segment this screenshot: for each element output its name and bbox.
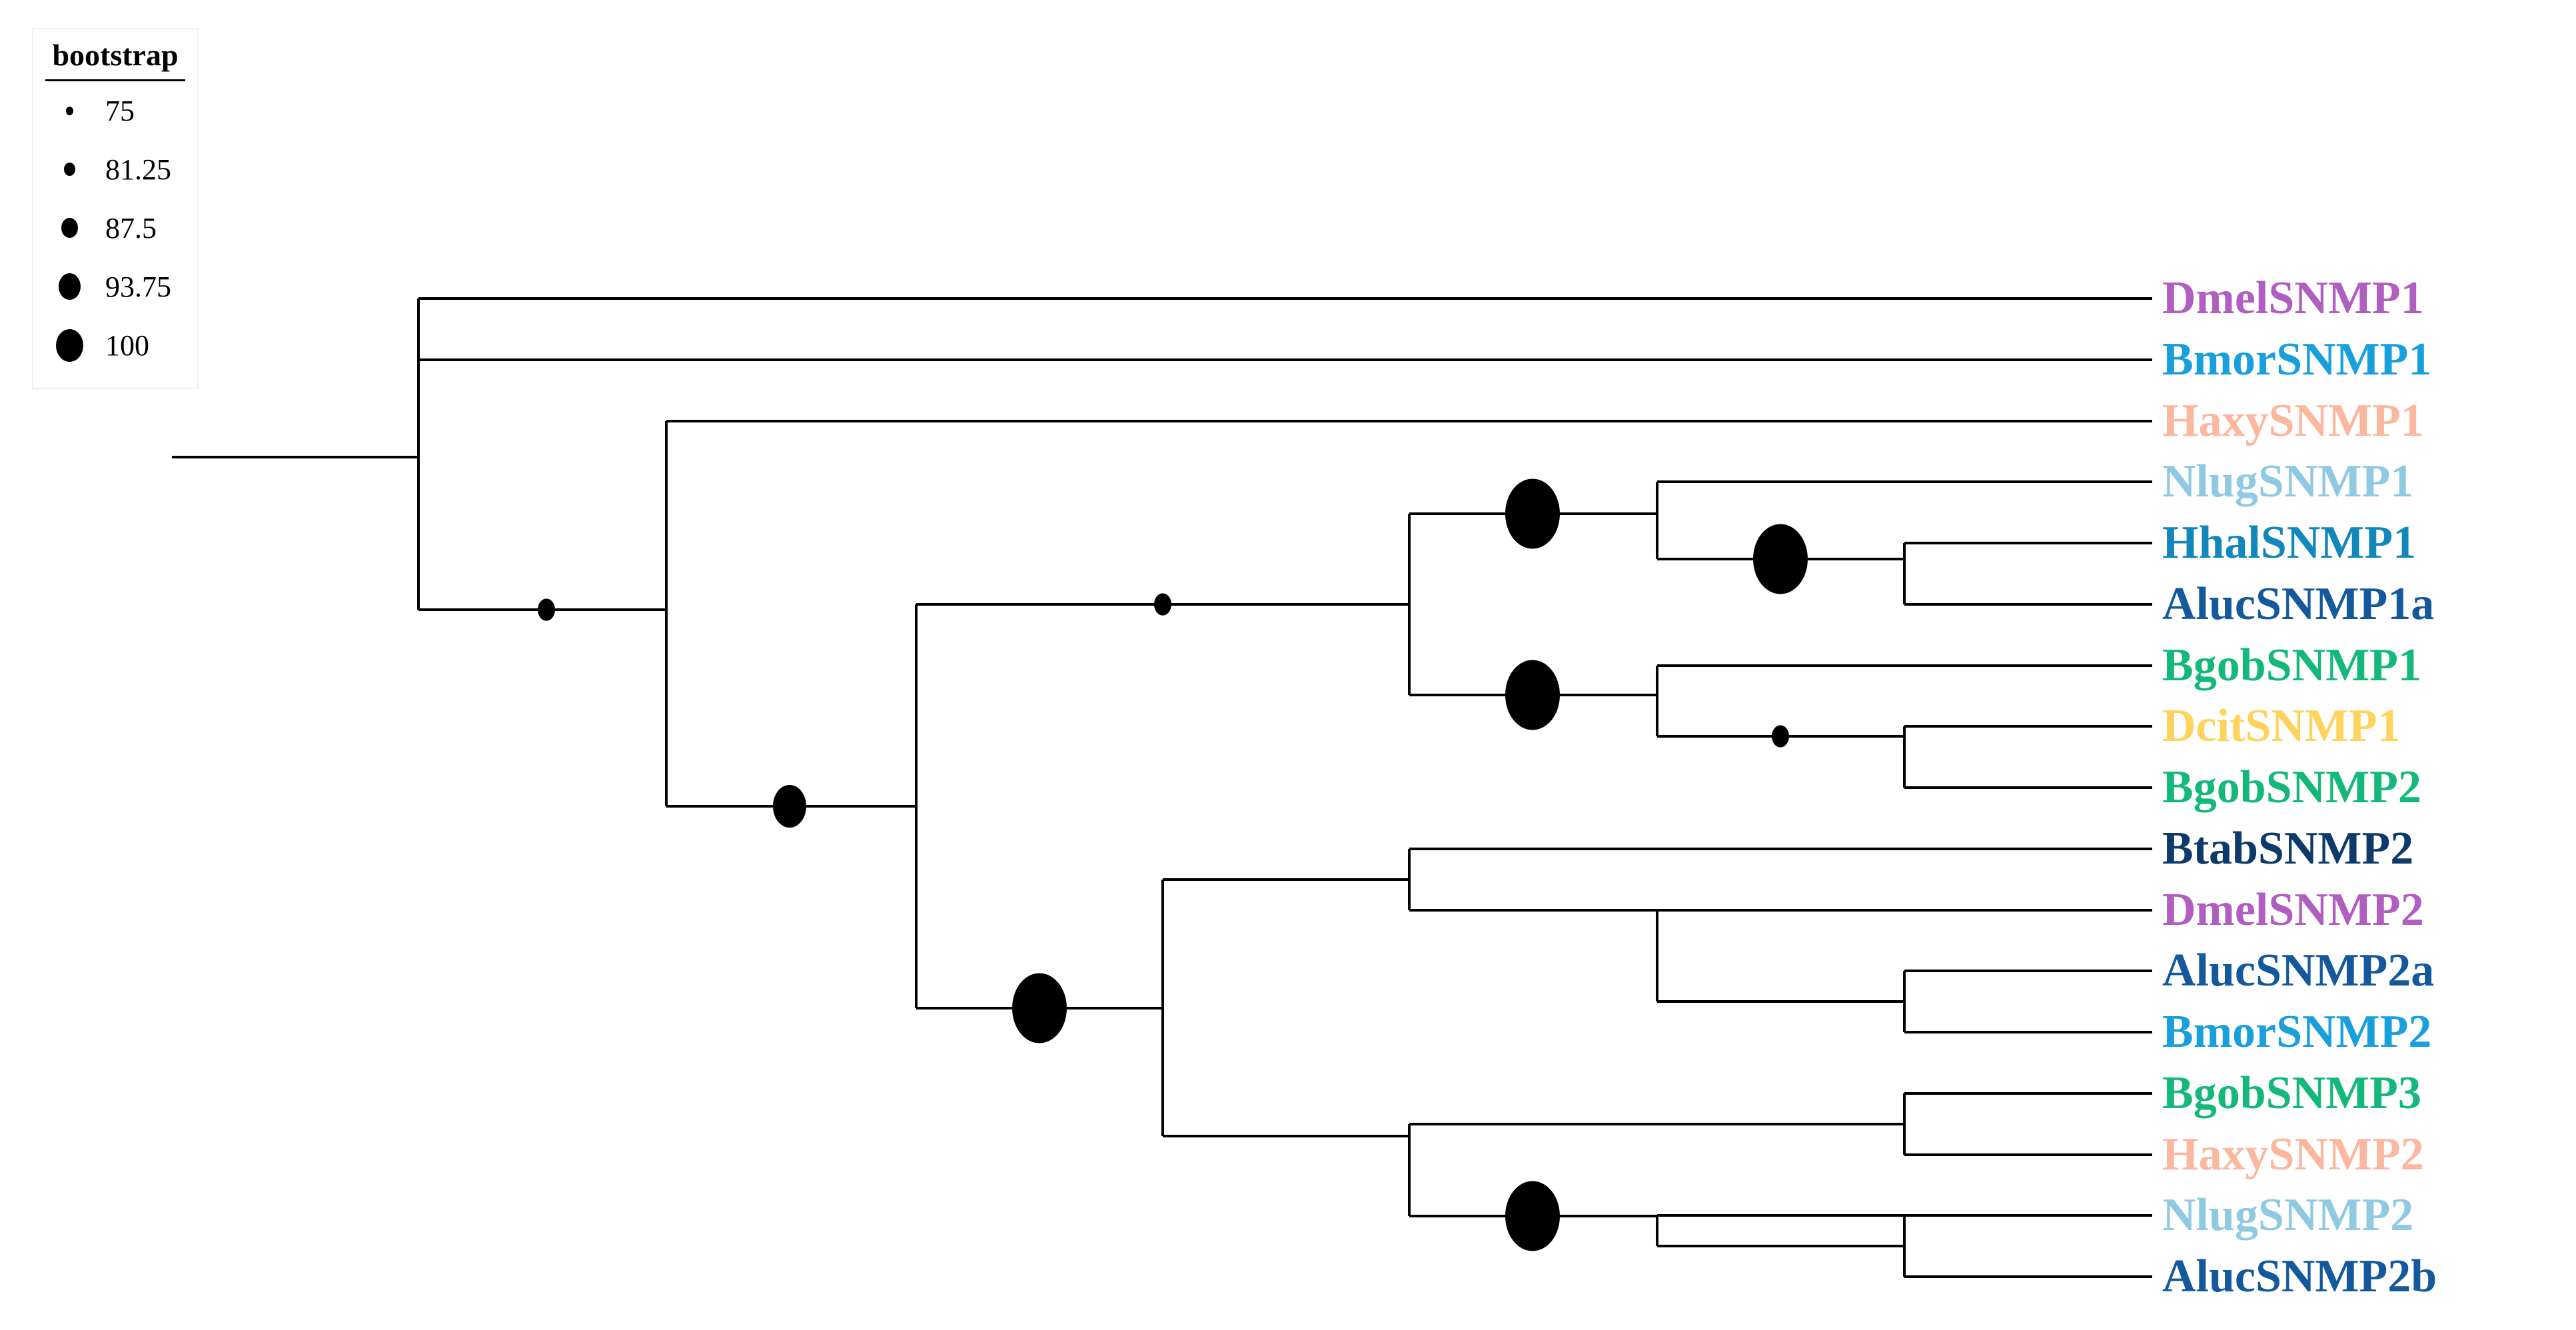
legend-dot-swatch: [33, 106, 105, 115]
legend-dot-swatch: [33, 218, 105, 238]
legend-row-93.75: 93.75: [33, 257, 197, 316]
tip-label-bgobsnmp2[interactable]: BgobSNMP2: [2162, 762, 2421, 813]
bootstrap-dot-icon: [55, 329, 83, 362]
tip-label-haxysnmp2[interactable]: HaxySNMP2: [2162, 1129, 2424, 1180]
tip-label-dmelsnmp2[interactable]: DmelSNMP2: [2162, 884, 2424, 936]
legend-row-81.25: 81.25: [33, 140, 197, 199]
snmp1-hhal-aluc: [1753, 524, 1808, 594]
legend-label: 81.25: [105, 153, 171, 186]
tip-label-bmorsnmp1[interactable]: BmorSNMP1: [2162, 334, 2432, 385]
legend-label: 87.5: [105, 211, 157, 245]
snmp2-clade-support: [1012, 973, 1067, 1043]
tip-label-haxysnmp1[interactable]: HaxySNMP1: [2162, 395, 2424, 446]
bootstrap-dot-icon: [61, 218, 78, 238]
bootstrap-dot-layer: [538, 478, 1808, 1251]
snmp1-upper-support: [1505, 478, 1560, 549]
snmp2-lower-support: [1505, 1181, 1560, 1251]
tip-label-alucsnmp2a[interactable]: AlucSNMP2a: [2162, 945, 2435, 996]
legend-label: 75: [105, 94, 135, 127]
legend-dot-swatch: [33, 163, 105, 176]
tip-label-bgobsnmp3[interactable]: BgobSNMP3: [2162, 1067, 2421, 1119]
tip-label-dcitsnmp1[interactable]: DcitSNMP1: [2162, 700, 2401, 752]
tip-label-hhalsnmp1[interactable]: HhalSNMP1: [2162, 517, 2417, 568]
tip-label-nlugsnmp1[interactable]: NlugSNMP1: [2162, 456, 2414, 507]
branch-layer: [172, 297, 2152, 1278]
tip-label-dmelsnmp1[interactable]: DmelSNMP1: [2162, 273, 2424, 324]
legend-row-75: 75: [33, 81, 197, 140]
legend-dot-swatch: [33, 273, 105, 300]
tip-label-bgobsnmp1[interactable]: BgobSNMP1: [2162, 640, 2421, 691]
legend-row-87.5: 87.5: [33, 199, 197, 257]
legend-row-100: 100: [33, 316, 197, 374]
tip-label-btabsnmp2[interactable]: BtabSNMP2: [2162, 823, 2414, 874]
legend-title: bootstrap: [52, 38, 179, 72]
legend-dot-swatch: [33, 329, 105, 362]
snmp-all-support: [773, 785, 806, 828]
legend-divider: [45, 79, 185, 81]
legend-label: 100: [105, 329, 149, 362]
legend-rows: 75 81.25 87.5 93.75 100: [33, 81, 197, 374]
bootstrap-dot-icon: [58, 273, 81, 300]
snmp1-dcit-bgob: [1772, 725, 1789, 748]
bootstrap-dot-icon: [63, 163, 75, 176]
root-clade-support: [538, 598, 555, 621]
tip-label-nlugsnmp2[interactable]: NlugSNMP2: [2162, 1189, 2414, 1241]
snmp1-lower-support: [1505, 660, 1560, 730]
legend-label: 93.75: [105, 270, 171, 303]
snmp1-clade-support: [1154, 593, 1171, 616]
tip-label-alucsnmp2b[interactable]: AlucSNMP2b: [2162, 1251, 2437, 1302]
bootstrap-legend: bootstrap 75 81.25 87.5 93.75 100: [32, 28, 199, 389]
tip-label-bmorsnmp2[interactable]: BmorSNMP2: [2162, 1006, 2432, 1057]
tip-label-alucsnmp1a[interactable]: AlucSNMP1a: [2162, 578, 2435, 630]
bootstrap-dot-icon: [65, 106, 73, 115]
